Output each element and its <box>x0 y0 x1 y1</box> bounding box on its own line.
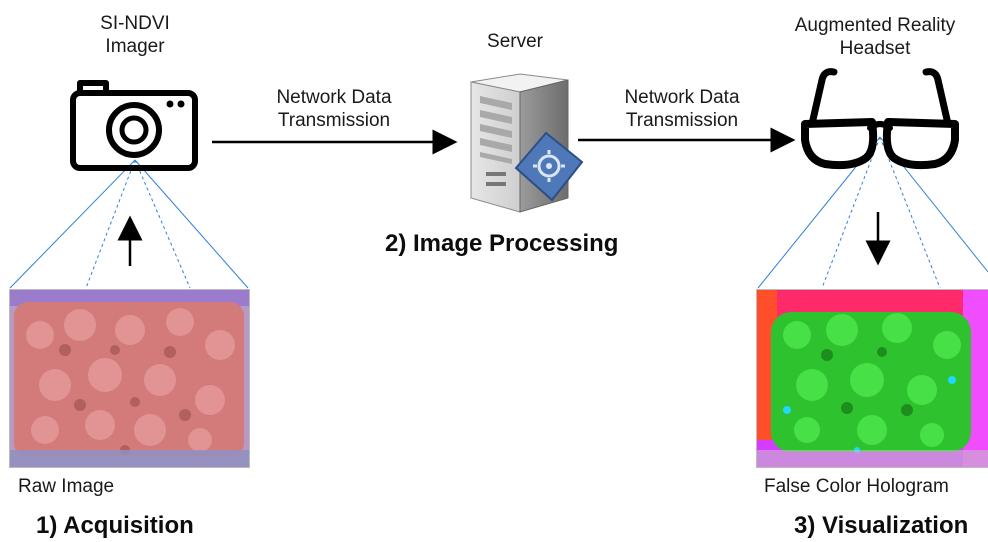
raw-image <box>9 289 250 468</box>
hologram-caption: False Color Hologram <box>764 476 949 497</box>
server-label: Server <box>487 31 543 52</box>
camera-projection-lines <box>9 159 249 289</box>
imager-label: SI-NDVI Imager <box>100 13 170 57</box>
headset-label: Augmented Reality Headset <box>794 15 956 59</box>
step-visualization: 3) Visualization <box>794 512 969 539</box>
link-label-right: Network Data Transmission <box>624 87 740 131</box>
raw-image-caption: Raw Image <box>18 476 115 497</box>
step-image-processing: 2) Image Processing <box>385 230 619 257</box>
false-color-hologram <box>756 289 988 468</box>
step-acquisition: 1) Acquisition <box>36 512 194 539</box>
link-label-left: Network Data Transmission <box>276 87 392 131</box>
